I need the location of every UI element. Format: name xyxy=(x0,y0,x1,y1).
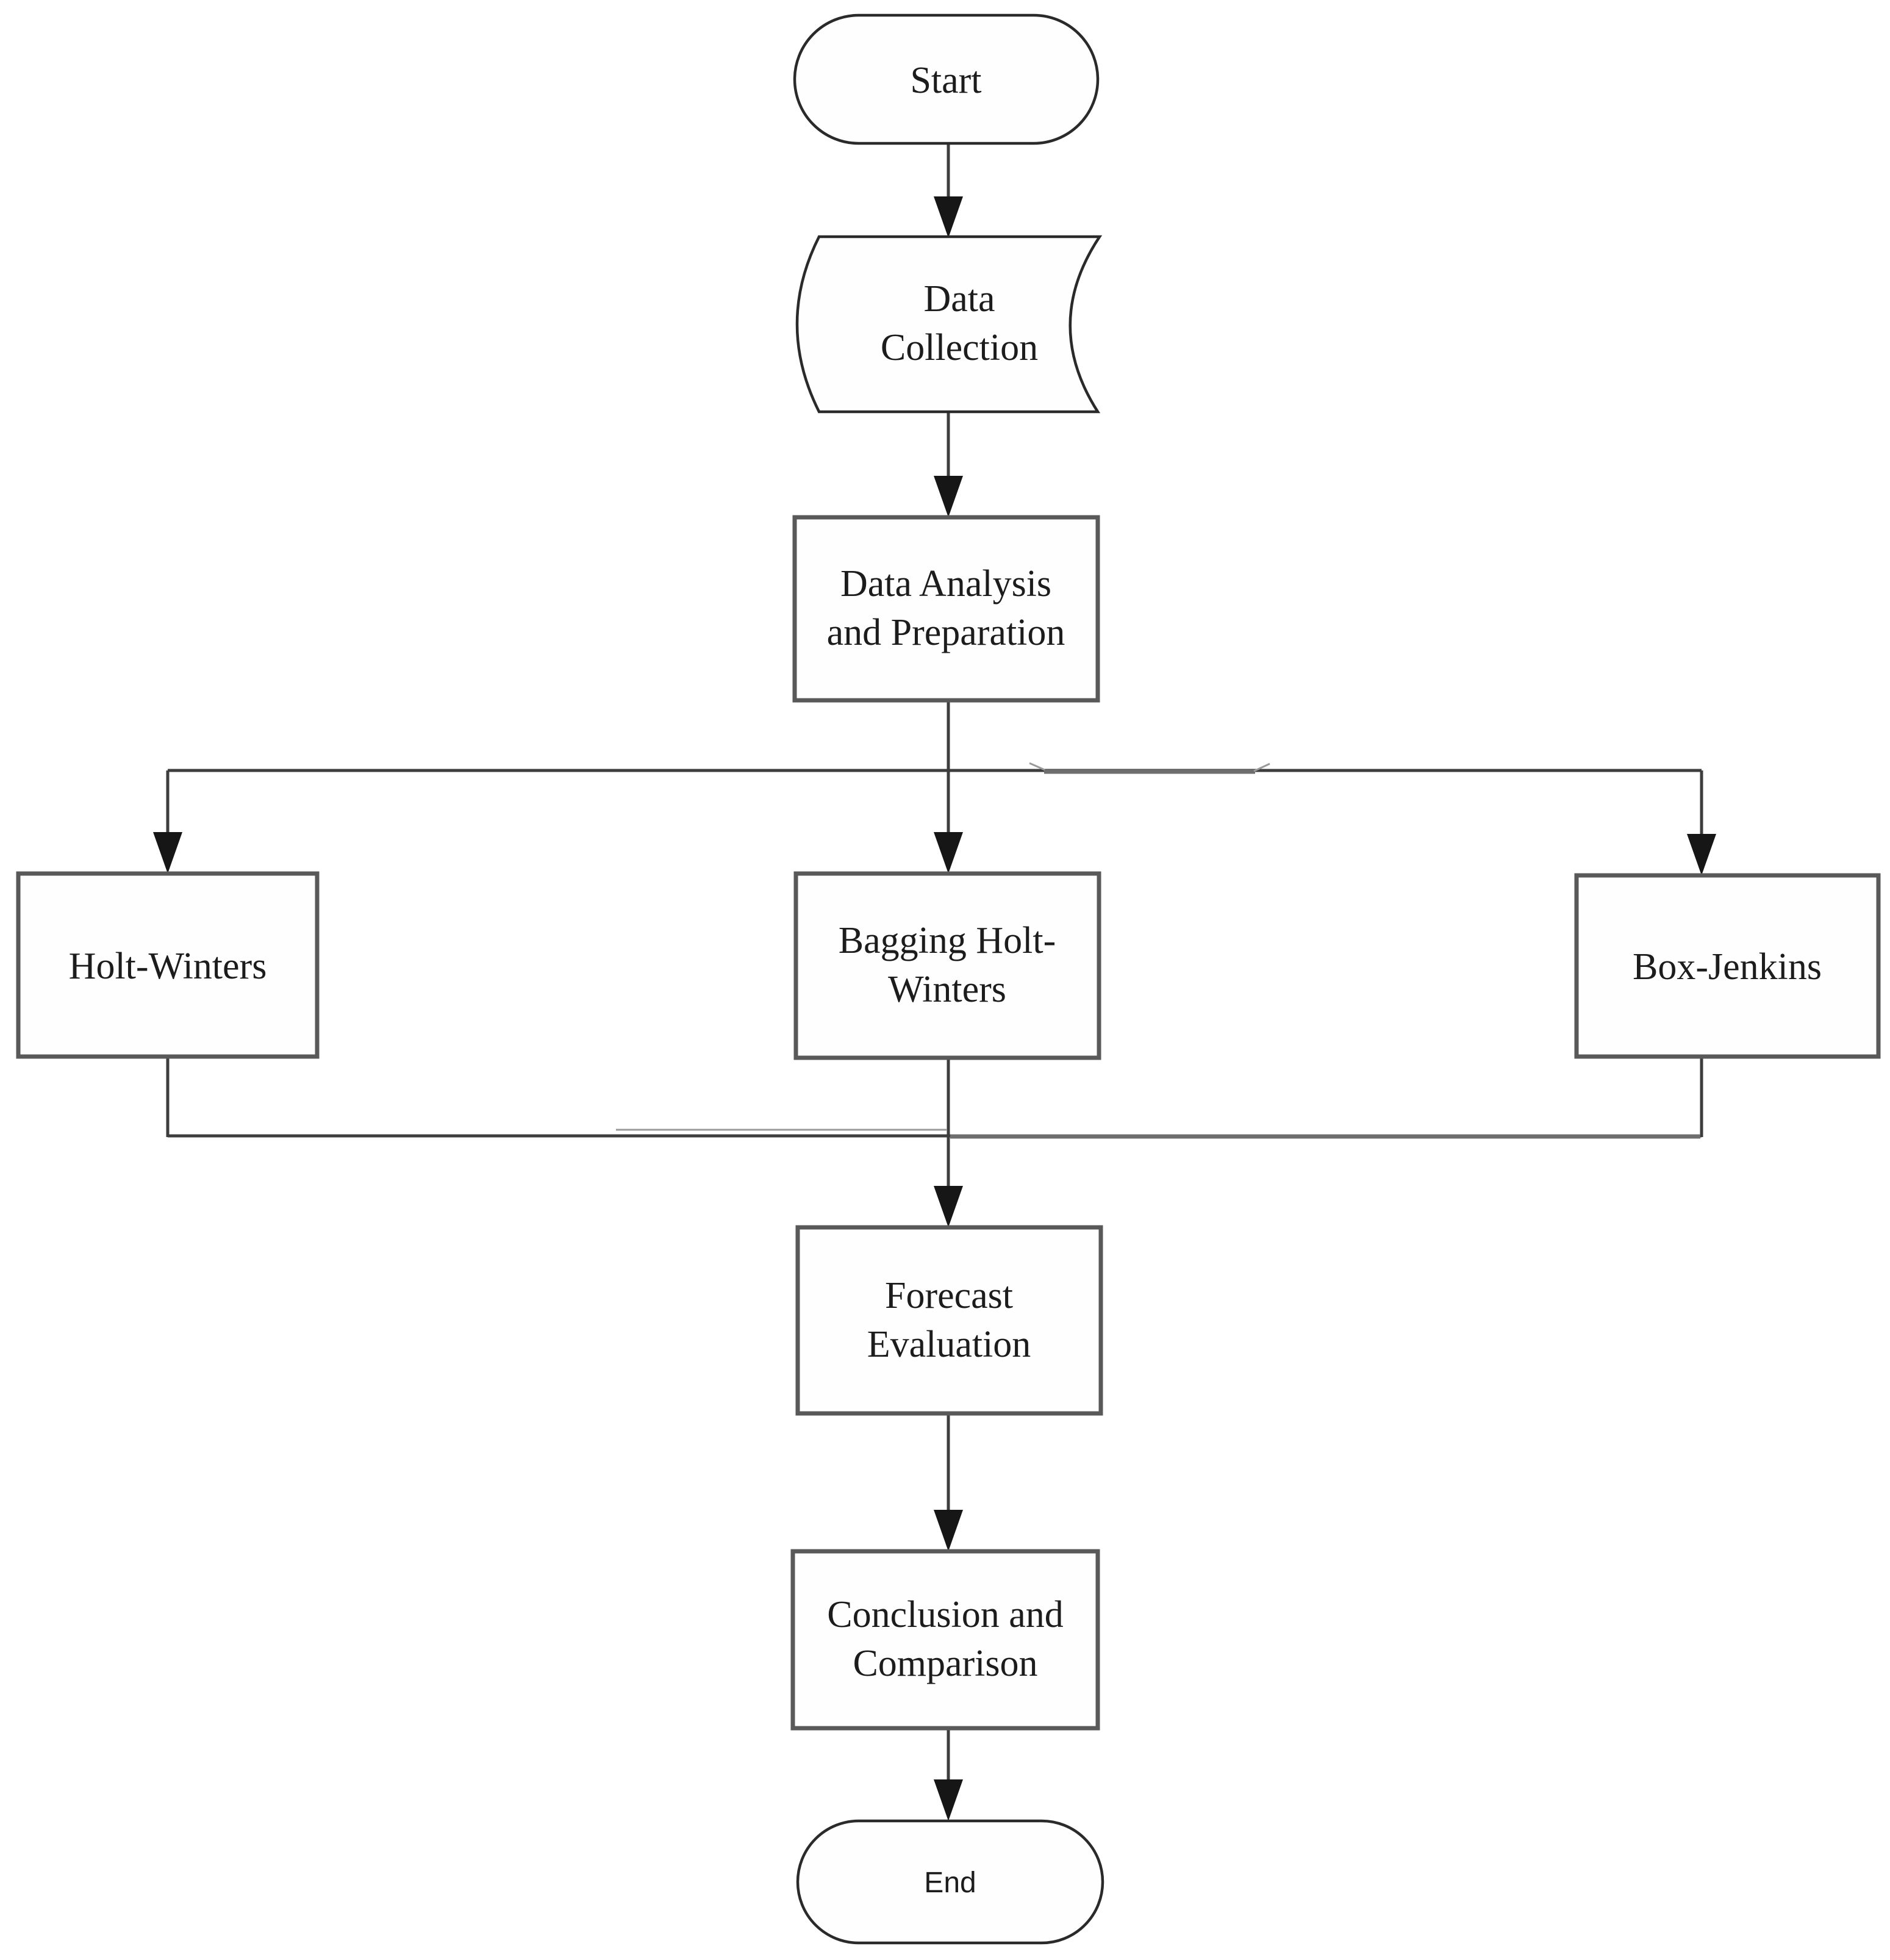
connectors xyxy=(153,143,1716,1821)
arrowhead-conclusion xyxy=(934,1510,963,1551)
node-start-label: Start xyxy=(910,60,981,101)
node-data-analysis xyxy=(792,515,1100,703)
node-data-collection xyxy=(795,235,1103,414)
node-holt-winters xyxy=(16,871,320,1059)
branch-rail-artifact-left xyxy=(1029,762,1045,771)
arrowhead-analysis xyxy=(934,476,963,517)
arrowhead-end xyxy=(934,1779,963,1821)
node-box-jenkins-label: Box-Jenkins xyxy=(1633,946,1822,988)
node-bagging-holt-winters-label: Bagging Holt-Winters xyxy=(839,920,1056,1010)
node-holt-winters-label: Holt-Winters xyxy=(69,946,267,987)
node-end-label: End xyxy=(924,1867,976,1899)
node-end xyxy=(796,1819,1104,1945)
node-forecast-evaluation xyxy=(795,1225,1103,1416)
arrowhead-forecast xyxy=(934,1186,963,1227)
node-start xyxy=(793,13,1100,145)
arrowhead-bagging xyxy=(934,832,963,874)
node-bagging-holt-winters xyxy=(793,871,1101,1060)
arrowhead-holtwinters xyxy=(153,832,182,874)
arrowhead-boxjenkins xyxy=(1687,834,1716,875)
node-box-jenkins xyxy=(1574,873,1881,1059)
arrowhead-collection xyxy=(934,196,963,238)
branch-rail-artifact-right xyxy=(1253,763,1270,772)
node-conclusion-comparison xyxy=(790,1549,1100,1731)
